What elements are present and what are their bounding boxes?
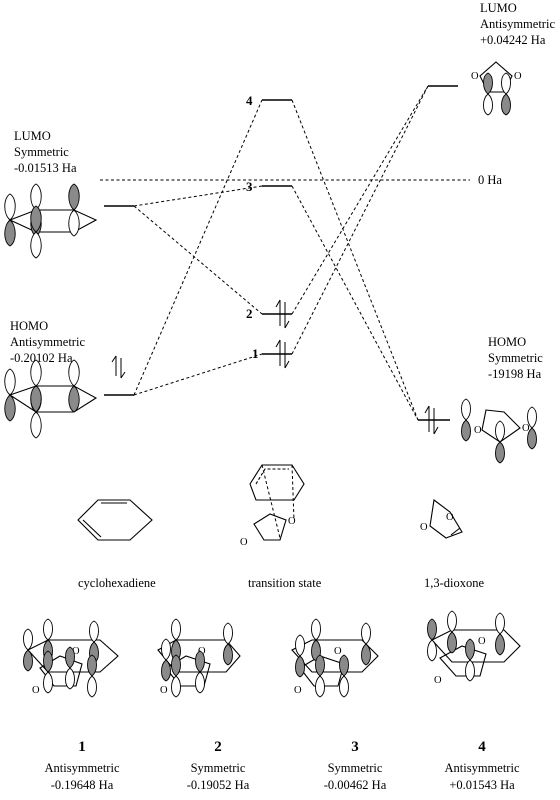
dioxone-homo-orbital: O O xyxy=(461,398,537,464)
mo-1-energy: -0.19648 Ha xyxy=(51,778,114,792)
right-lumo-title: LUMO xyxy=(480,1,517,15)
cyclohexadiene-structure xyxy=(77,499,153,541)
svg-text:O: O xyxy=(32,685,40,696)
svg-text:O: O xyxy=(471,71,479,82)
right-homo-symmetry: Symmetric xyxy=(488,351,543,365)
mo-3-number: 3 xyxy=(351,739,359,755)
mo-3-energy: -0.00462 Ha xyxy=(324,778,387,792)
mo-3-symmetry: Symmetric xyxy=(328,761,383,775)
svg-text:O: O xyxy=(288,516,296,527)
mo-1-number: 1 xyxy=(78,739,86,755)
electron-pair-arrows xyxy=(111,355,126,379)
left-lumo-symmetry: Symmetric xyxy=(14,145,69,159)
right-lumo-energy: +0.04242 Ha xyxy=(480,33,546,47)
transition-state-label: transition state xyxy=(248,576,322,590)
dioxone-electron-pair xyxy=(424,405,439,435)
ts-level-4-label: 4 xyxy=(246,93,253,108)
left-homo-energy: -0.20102 Ha xyxy=(10,351,73,365)
mo-2-energy: -0.19052 Ha xyxy=(187,778,250,792)
left-homo-symmetry: Antisymmetric xyxy=(10,335,85,349)
ts-level-3-label: 3 xyxy=(246,179,253,194)
ts-electron-pair-2 xyxy=(275,299,290,329)
dioxone-label: 1,3-dioxone xyxy=(424,576,485,590)
mo-1-picture: O O xyxy=(23,618,119,698)
svg-text:O: O xyxy=(294,685,302,696)
left-lumo-energy: -0.01513 Ha xyxy=(14,161,77,175)
cyclohexadiene-lumo-orbital xyxy=(4,183,98,259)
ts-level-2-label: 2 xyxy=(246,306,253,321)
svg-text:O: O xyxy=(198,646,206,657)
right-homo-title: HOMO xyxy=(488,335,526,349)
svg-text:O: O xyxy=(474,425,482,436)
mo-2-symmetry: Symmetric xyxy=(191,761,246,775)
svg-text:O: O xyxy=(478,636,486,647)
svg-text:O: O xyxy=(522,423,530,434)
left-lumo-title: LUMO xyxy=(14,129,51,143)
ts-level-1-label: 1 xyxy=(252,346,259,361)
mo-1-symmetry: Antisymmetric xyxy=(45,761,120,775)
mo-4-energy: +0.01543 Ha xyxy=(449,778,515,792)
svg-text:O: O xyxy=(514,71,522,82)
transition-state-structure: O O xyxy=(240,464,305,548)
svg-text:O: O xyxy=(434,675,442,686)
mo-4-symmetry: Antisymmetric xyxy=(445,761,520,775)
dioxone-lumo-orbital: O O xyxy=(471,61,522,116)
svg-text:O: O xyxy=(72,646,80,657)
cyclohexadiene-label: cyclohexadiene xyxy=(78,576,156,590)
svg-text:O: O xyxy=(420,522,428,533)
svg-text:O: O xyxy=(240,537,248,548)
svg-text:O: O xyxy=(160,685,168,696)
svg-text:O: O xyxy=(446,512,454,523)
mo-3-picture: O O xyxy=(291,618,379,698)
ts-electron-pair-1 xyxy=(275,339,290,369)
mo-2-picture: O O xyxy=(157,618,241,698)
right-homo-energy: -19198 Ha xyxy=(488,367,542,381)
cyclohexadiene-homo-orbital xyxy=(4,359,98,439)
right-lumo-symmetry: Antisymmetric xyxy=(480,17,555,31)
left-homo-title: HOMO xyxy=(10,319,48,333)
correlation-lines xyxy=(133,85,429,421)
svg-text:O: O xyxy=(334,646,342,657)
mo-2-number: 2 xyxy=(214,739,222,755)
dioxone-structure: O O xyxy=(420,499,463,539)
zero-energy-label: 0 Ha xyxy=(478,173,502,187)
mo-4-picture: O O xyxy=(427,610,521,686)
mo-4-number: 4 xyxy=(478,739,486,755)
